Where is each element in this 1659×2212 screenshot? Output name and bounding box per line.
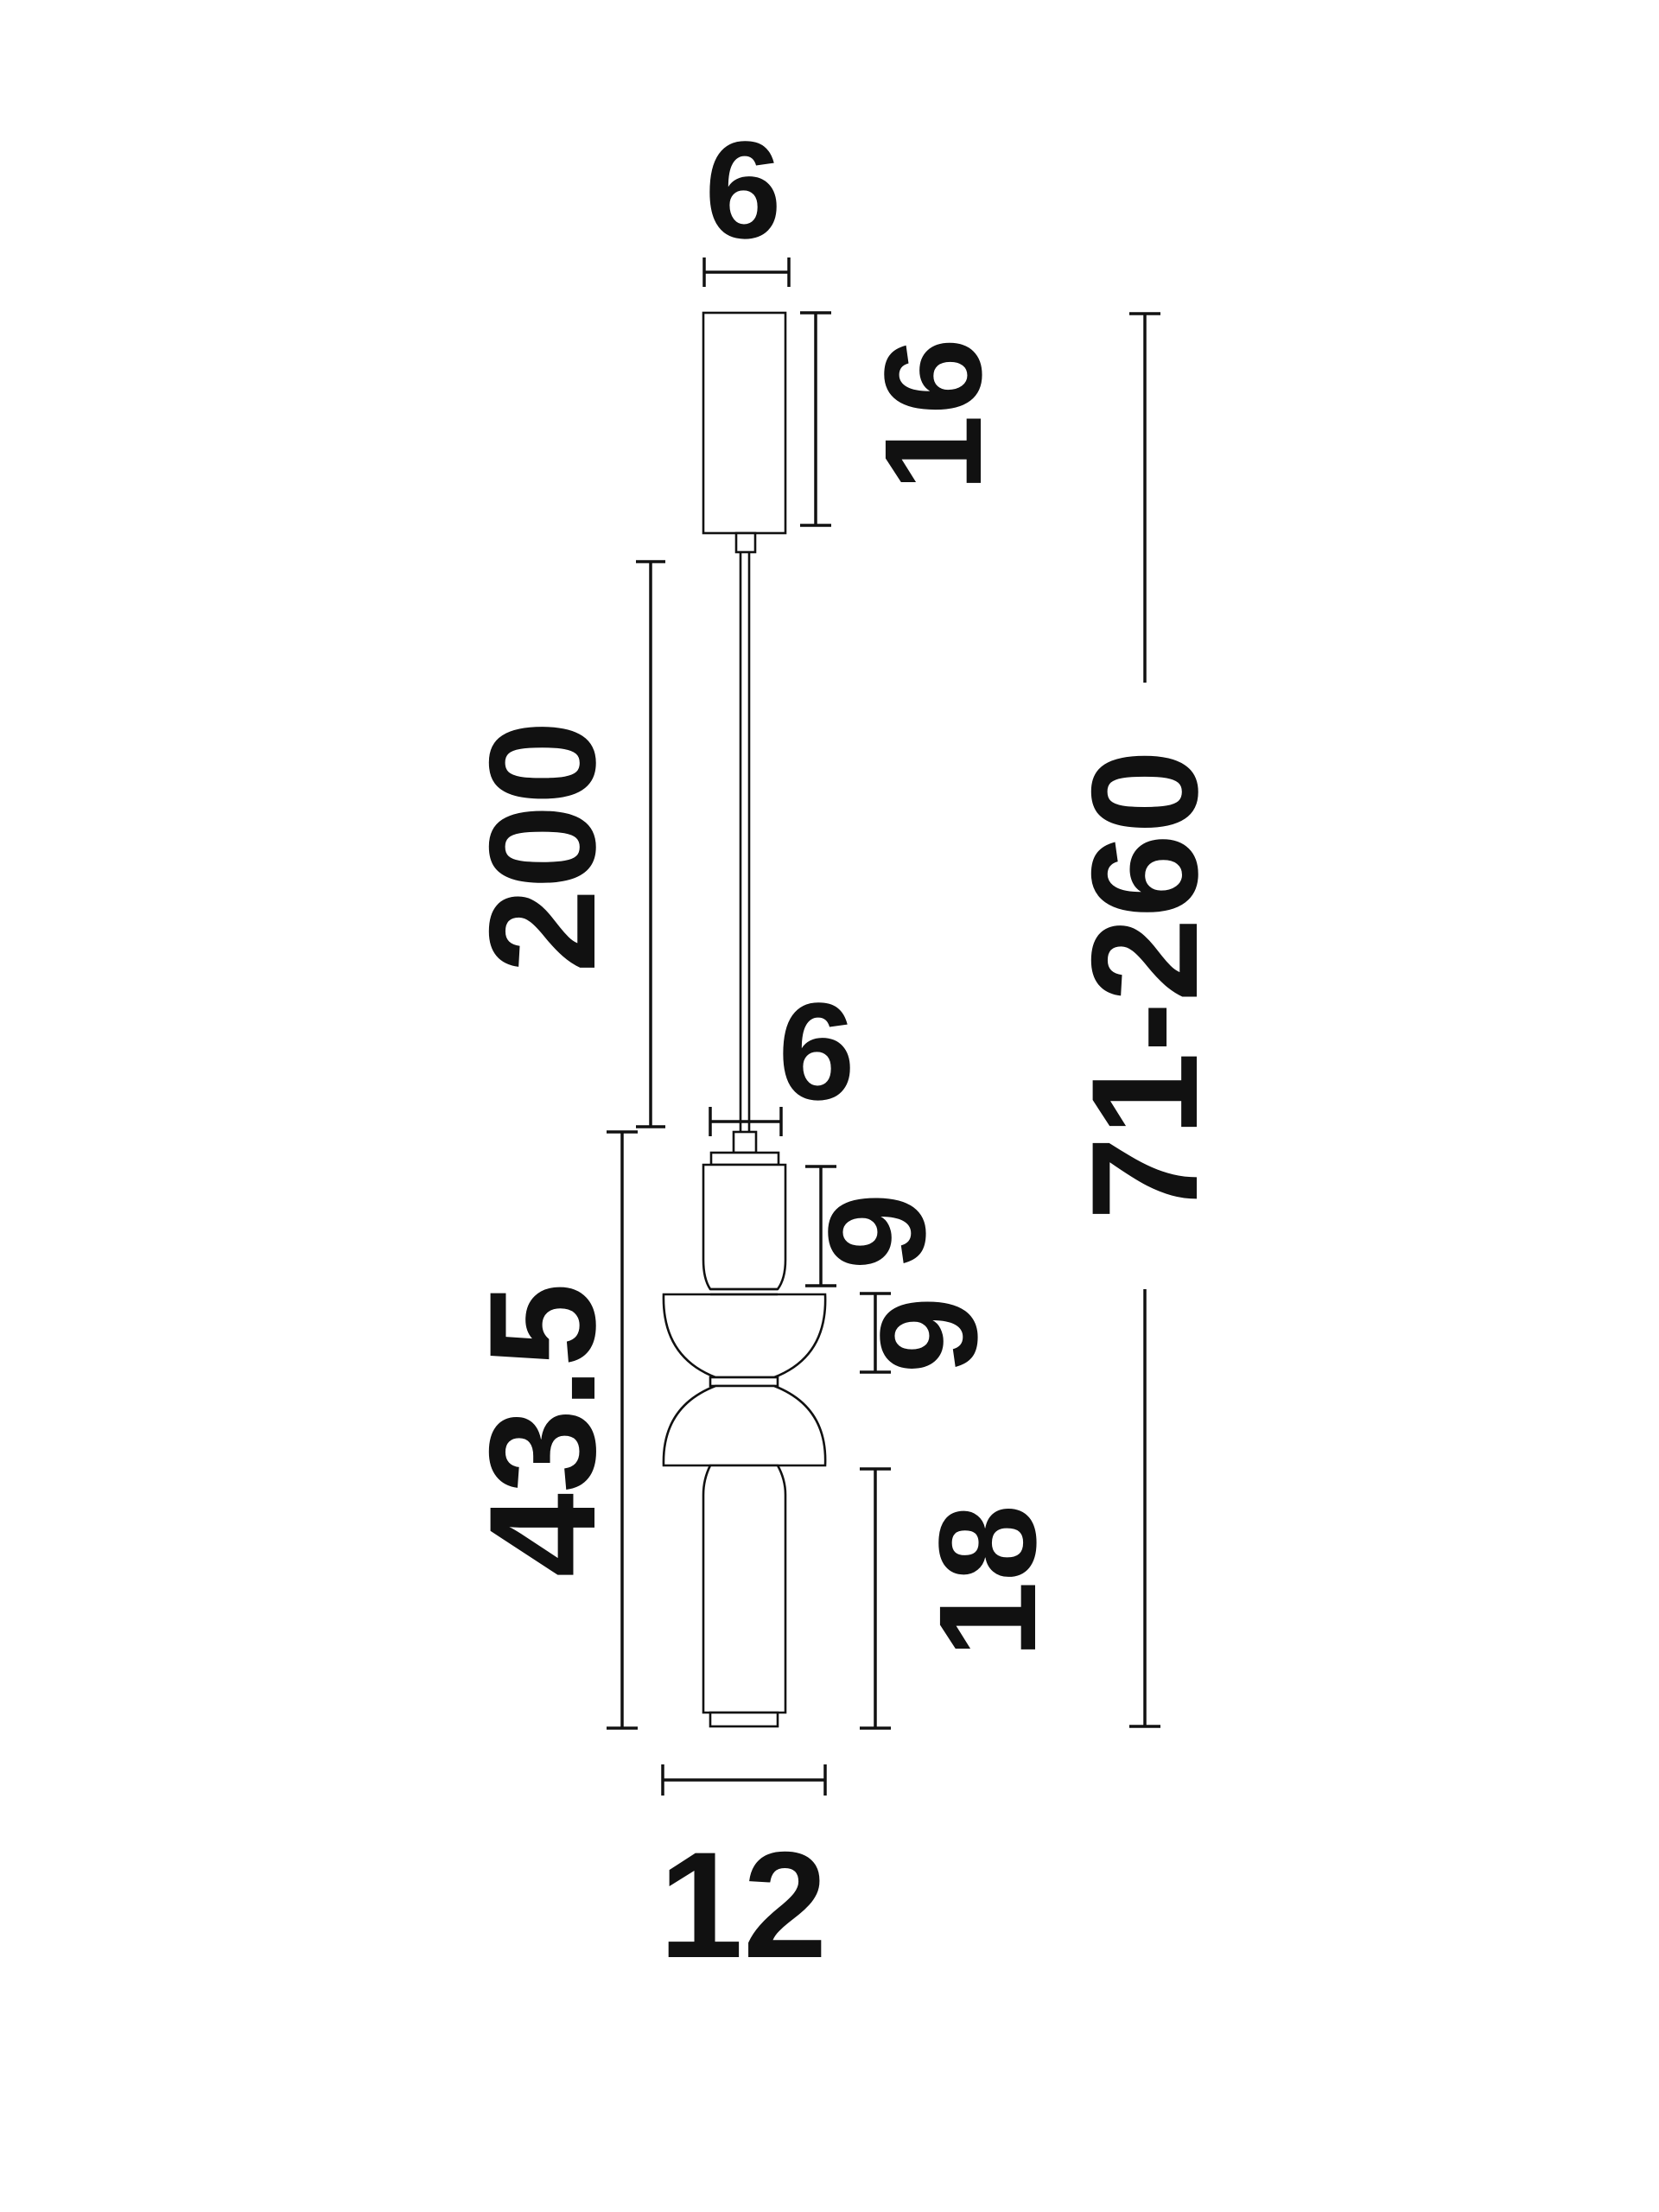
cable-length-dimension xyxy=(636,560,665,1128)
body-width-dimension xyxy=(661,1764,827,1796)
canopy-diameter-label: 6 xyxy=(705,112,782,267)
body-height-label: 43.5 xyxy=(459,1283,627,1578)
top-section-height-label: 9 xyxy=(799,1193,954,1270)
middle-section-height-dimension xyxy=(860,1292,891,1374)
canopy-height-dimension xyxy=(800,311,831,527)
canopy xyxy=(702,311,787,554)
bottom-section-height-label: 18 xyxy=(910,1504,1065,1658)
cable-holder-diameter-dimension xyxy=(709,1107,783,1136)
cable-holder-diameter-label: 6 xyxy=(779,974,855,1128)
top-section-height-dimension xyxy=(805,1165,836,1287)
total-height-label: 71-260 xyxy=(1061,750,1230,1221)
middle-section-height-label: 9 xyxy=(851,1297,1006,1374)
cable-length-label: 200 xyxy=(459,721,627,973)
suspension-cable xyxy=(739,552,751,1134)
bottom-section-height-dimension xyxy=(860,1467,891,1730)
canopy-height-label: 16 xyxy=(855,338,1010,492)
canopy-diameter-dimension xyxy=(702,257,791,287)
total-height-dimension xyxy=(1129,312,1160,1728)
lamp-body xyxy=(662,1130,827,1728)
body-width-label: 12 xyxy=(659,1821,828,1990)
body-height-dimension xyxy=(607,1130,638,1730)
